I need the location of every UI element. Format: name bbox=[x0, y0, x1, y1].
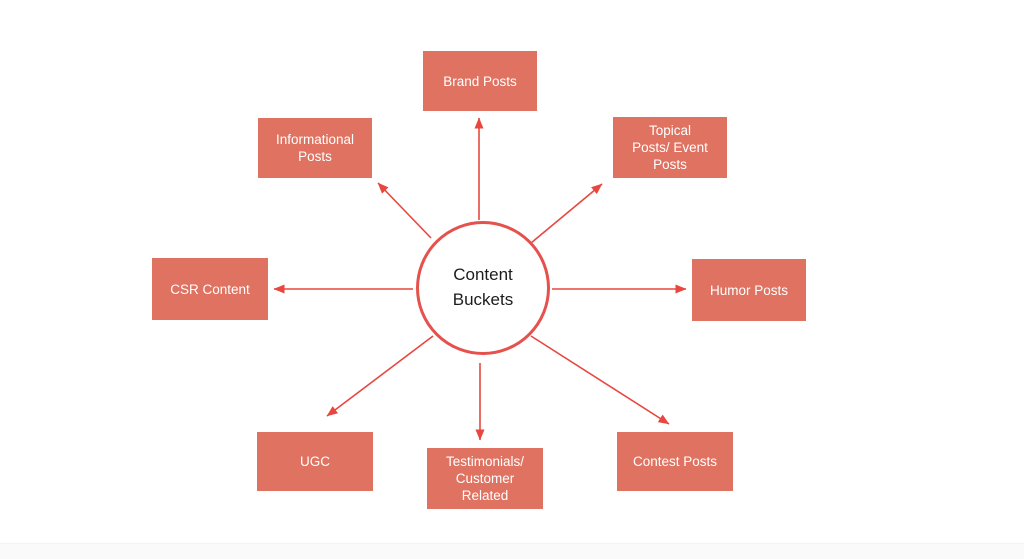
node-ugc: UGC bbox=[257, 432, 373, 491]
bottom-strip bbox=[0, 543, 1024, 559]
arrow-to-contest-posts bbox=[530, 335, 670, 425]
node-informational-posts: Informational Posts bbox=[258, 118, 372, 178]
center-hub-content-buckets: Content Buckets bbox=[416, 221, 550, 355]
node-topical-event-posts: Topical Posts/ Event Posts bbox=[613, 117, 727, 178]
node-testimonials-customer: Testimonials/ Customer Related bbox=[427, 448, 543, 509]
arrow-to-ugc bbox=[326, 335, 434, 417]
node-contest-posts: Contest Posts bbox=[617, 432, 733, 491]
arrow-to-informational-posts bbox=[377, 182, 432, 239]
node-csr-content: CSR Content bbox=[152, 258, 268, 320]
node-brand-posts: Brand Posts bbox=[423, 51, 537, 111]
arrow-to-topical-posts bbox=[530, 183, 603, 244]
node-humor-posts: Humor Posts bbox=[692, 259, 806, 321]
